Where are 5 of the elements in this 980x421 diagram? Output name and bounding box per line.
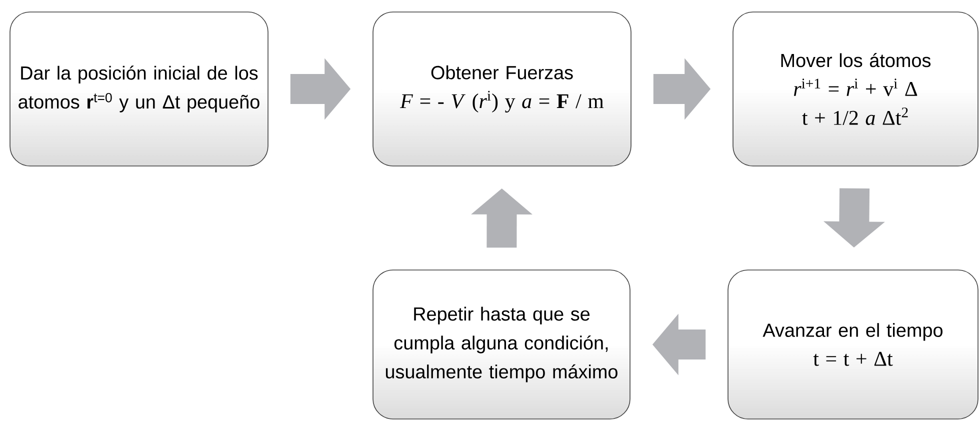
process-box: Repetir hasta que se cumpla alguna condición, usualmente tiempo máximo <box>372 270 630 420</box>
process-box: Mover los átomos r$^{i+1}$ = r$^{i}$ + v$^{i}$ Δ t + 1/2 a Δt$^{2}$ <box>732 12 978 166</box>
process-box: Avanzar en el tiempo t = t + Δt <box>728 270 978 420</box>
process-box: Dar la posición inicial de los atomos r$^{t=0}$ y un Δt pequeño <box>10 12 268 166</box>
process-box: Obtener Fuerzas F = - V (r$^{i}$) y a = F / m <box>372 12 632 166</box>
